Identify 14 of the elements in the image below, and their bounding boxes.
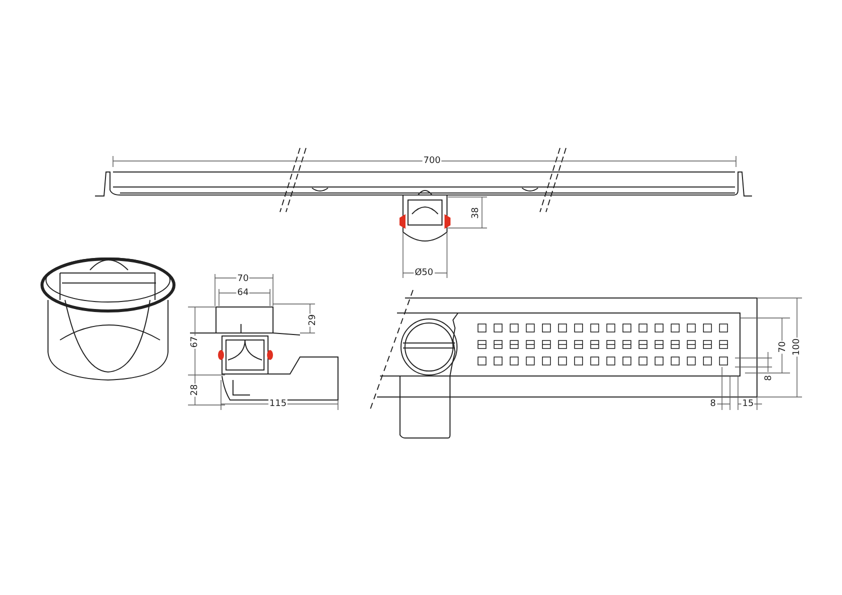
dimension-label: 100 <box>792 337 802 357</box>
dimension-label: 28 <box>190 383 200 397</box>
dimension-label: 8 <box>764 374 774 382</box>
dimension-label: 70 <box>236 274 250 284</box>
dimension-label: Ø50 <box>414 268 434 278</box>
dimension-label: 64 <box>236 288 250 298</box>
dimension-label: 700 <box>422 156 442 166</box>
dimension-label: 29 <box>308 313 318 327</box>
dimension-label: 67 <box>190 335 200 349</box>
dimension-label: 115 <box>268 399 288 409</box>
dimension-label: 70 <box>778 340 788 354</box>
dimension-label: 38 <box>471 206 481 220</box>
dimension-label: 15 <box>741 399 755 409</box>
dimension-label: 8 <box>709 399 717 409</box>
